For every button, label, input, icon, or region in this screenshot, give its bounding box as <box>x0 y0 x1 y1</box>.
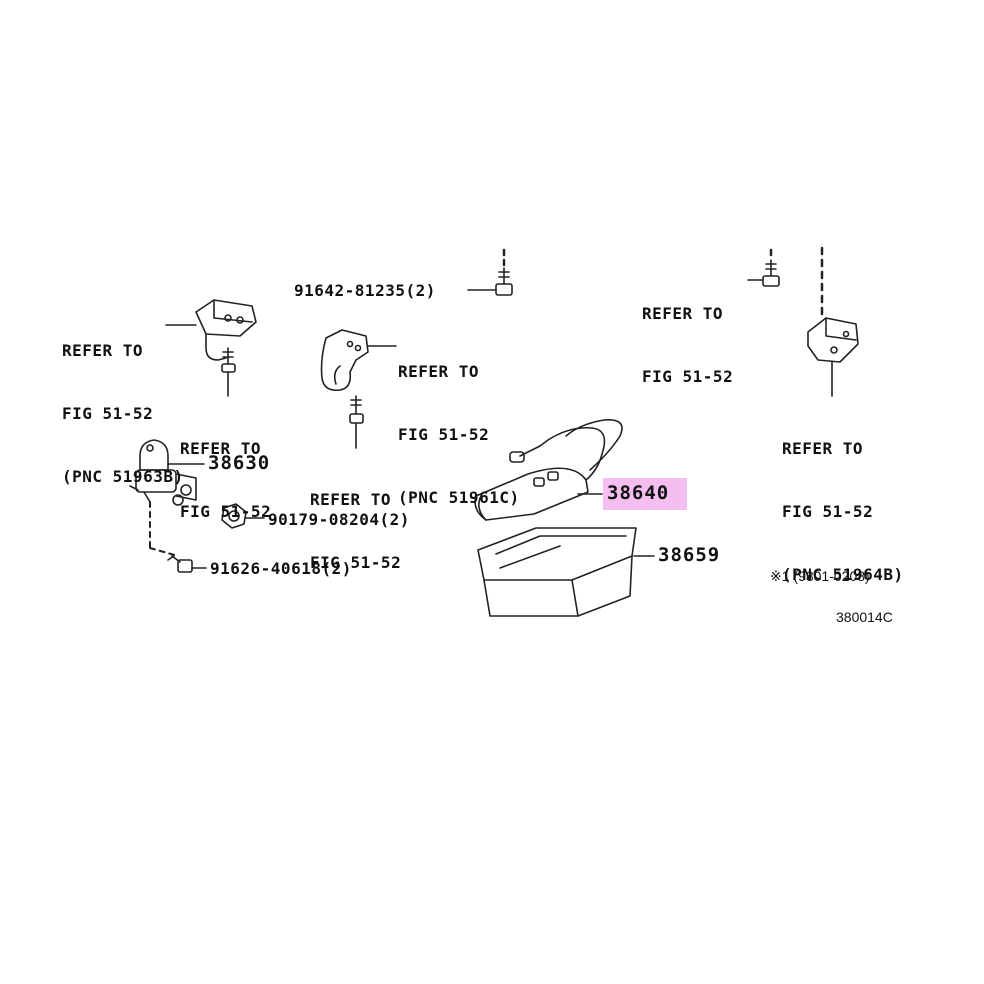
part-number-winch-motor: 38630 <box>208 452 271 474</box>
bolt-right-icon <box>762 259 780 287</box>
refer-label-hook-bolt: REFER TO FIG 51-52 <box>310 490 402 572</box>
part-number-case: 38659 <box>658 544 721 566</box>
part-number-bolt-bottom: 91626-40618(2) <box>210 559 352 578</box>
bolt-top-icon <box>495 267 513 296</box>
storage-case-icon <box>477 527 637 617</box>
refer-label-right-bolt: REFER TO FIG 51-52 <box>642 304 734 386</box>
bolt-bottom-icon <box>167 555 193 573</box>
part-highlight <box>603 478 687 510</box>
figure-code: 380014C <box>836 609 893 625</box>
nut-icon <box>221 503 247 529</box>
left-bracket-bolt-icon <box>221 347 236 397</box>
winch-motor-icon <box>129 439 197 506</box>
dashed-guide-motor-bolt <box>149 547 179 557</box>
refer-label-hook-upper: REFER TO FIG 51-52 (PNC 51961C) <box>398 362 520 507</box>
part-number-nut: 90179-08204(2) <box>268 510 410 529</box>
hook-bolt-icon <box>349 395 364 449</box>
remote-switch-icon <box>474 419 623 521</box>
right-bracket-icon <box>807 317 859 363</box>
refer-label-left-bolt: REFER TO FIG 51-52 <box>180 439 272 521</box>
part-number-bolt-top: 91642-81235(2) <box>294 281 436 300</box>
refer-label-left-bracket: REFER TO FIG 51-52 (PNC 51963B) <box>62 341 184 486</box>
production-note: ※1 (9801-0208) <box>770 568 870 584</box>
refer-label-right-bracket: REFER TO FIG 51-52 (PNC 51964B) <box>782 439 904 584</box>
tow-hook-icon <box>320 329 369 392</box>
left-bracket-icon <box>195 299 257 361</box>
part-number-remote-switch: 38640 <box>607 482 670 504</box>
